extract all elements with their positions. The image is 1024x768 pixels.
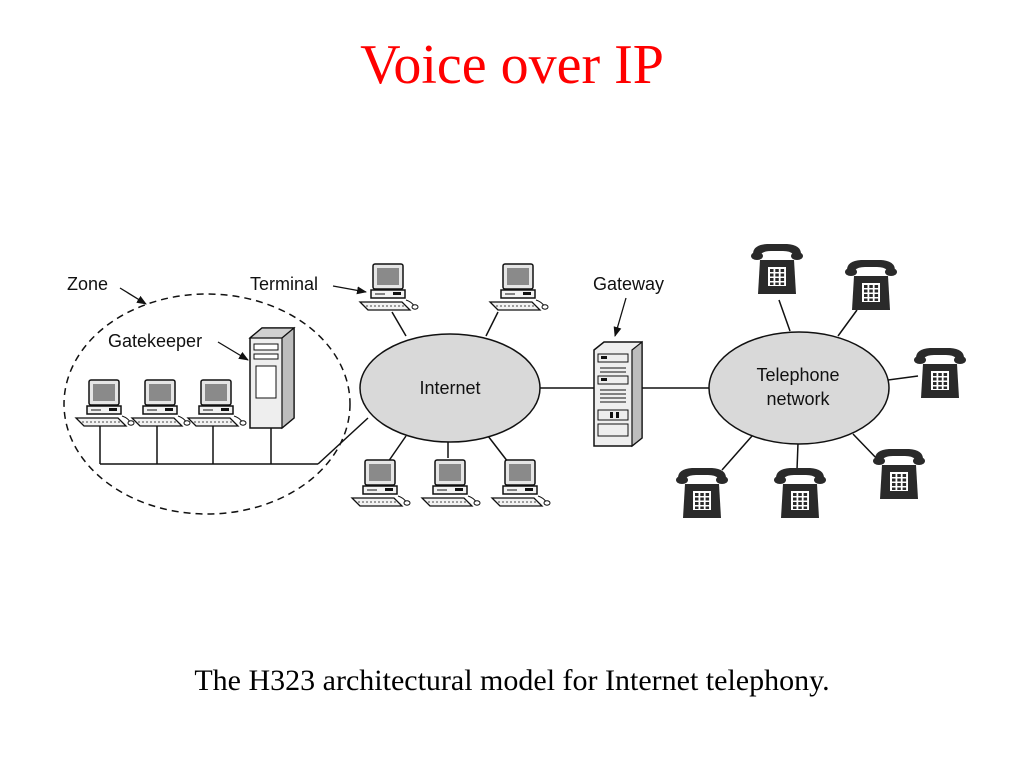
telephone-icon [914, 348, 966, 398]
telephone-icon [774, 468, 826, 518]
telephone-icon [873, 449, 925, 499]
telephone-network-label-line1: Telephone [756, 365, 839, 385]
gateway-rack-icon [593, 340, 643, 448]
figure-caption: The H323 architectural model for Interne… [194, 664, 830, 697]
internet-label: Internet [419, 378, 480, 398]
gateway-label: Gateway [593, 274, 664, 294]
zone-lan [99, 417, 369, 465]
gatekeeper-arrow [217, 341, 249, 361]
gateway-arrow [613, 297, 627, 337]
zone-arrow [119, 287, 147, 305]
pc-terminal-icon [489, 263, 549, 311]
telephone-icon [676, 468, 728, 518]
pc-terminal-icon [421, 459, 481, 507]
terminal-label: Terminal [250, 274, 318, 294]
internet-cloud [359, 333, 541, 443]
telephone-network-label-line2: network [766, 389, 830, 409]
slide-title: Voice over IP [360, 34, 664, 96]
telephone-network-cloud [708, 331, 890, 445]
server-tower-icon [248, 326, 296, 430]
pc-terminal-icon [359, 263, 419, 311]
terminal-arrow [332, 285, 367, 295]
pc-terminal-icon [491, 459, 551, 507]
telephone-icon [751, 244, 803, 294]
pc-terminal-icon [351, 459, 411, 507]
zone-boundary [63, 293, 351, 515]
telephone-links [721, 299, 919, 471]
pc-terminal-icon [131, 379, 191, 427]
gatekeeper-label: Gatekeeper [108, 331, 202, 351]
telephone-icon [845, 260, 897, 310]
internet-links [387, 311, 710, 463]
pc-terminal-icon [75, 379, 135, 427]
pc-terminal-icon [187, 379, 247, 427]
zone-label: Zone [67, 274, 108, 294]
